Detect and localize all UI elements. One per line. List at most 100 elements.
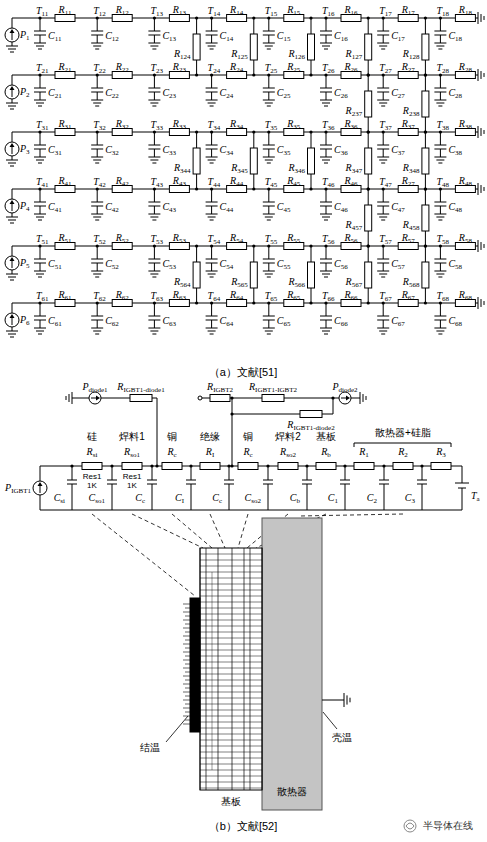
current-source xyxy=(5,85,19,99)
component-label: R52 xyxy=(116,233,129,243)
resistor-symbol xyxy=(308,34,315,60)
component-label: T41 xyxy=(36,177,49,187)
layer-grid xyxy=(200,686,262,687)
capacitor-symbol xyxy=(377,259,389,260)
component-label: T12 xyxy=(93,6,106,16)
component-label: R61 xyxy=(58,290,71,300)
junction-dot xyxy=(189,464,192,467)
ground-symbol xyxy=(148,100,160,101)
chip-mesh xyxy=(185,664,190,665)
ground-symbol xyxy=(150,331,158,332)
resistor-symbol xyxy=(422,148,429,174)
capacitor-symbol xyxy=(320,259,332,260)
capacitor-symbol xyxy=(440,132,441,145)
junction-dot xyxy=(382,187,385,190)
chip-mesh xyxy=(183,724,190,725)
wire xyxy=(75,246,112,247)
capacitor-symbol xyxy=(440,35,441,43)
component-label: R65 xyxy=(287,290,300,300)
junction-dot xyxy=(230,464,233,467)
junction-dot xyxy=(267,73,270,76)
wire xyxy=(361,75,398,76)
layer-grid xyxy=(212,680,213,686)
wire xyxy=(75,189,112,190)
component-label: R44 xyxy=(230,176,243,186)
component-label: R25 xyxy=(287,62,300,72)
ground-symbol xyxy=(152,49,156,50)
capacitor-symbol xyxy=(148,316,160,317)
wire xyxy=(368,117,369,132)
wire xyxy=(40,466,41,481)
component-label: Rb xyxy=(321,447,331,457)
ground-symbol xyxy=(379,160,387,161)
component-label: C67 xyxy=(391,316,405,326)
capacitor-symbol xyxy=(440,320,441,328)
capacitor-symbol xyxy=(148,88,160,89)
resistor-symbol xyxy=(308,262,315,288)
component-label: T34 xyxy=(208,120,221,130)
junction-dot xyxy=(439,16,442,19)
resistor-symbol xyxy=(262,395,284,402)
capacitor-symbol xyxy=(91,88,103,89)
component-label: Ta xyxy=(471,491,480,501)
component-label: C58 xyxy=(448,259,462,269)
component-label: T21 xyxy=(36,63,49,73)
junction-dot xyxy=(367,187,370,190)
temperature-source xyxy=(462,466,463,483)
junction-dot xyxy=(150,464,153,467)
ground-symbol xyxy=(322,331,330,332)
component-label: T68 xyxy=(436,291,449,301)
dashed-leader xyxy=(210,514,225,548)
component-label: C65 xyxy=(277,316,291,326)
layer-grid xyxy=(244,548,245,790)
junction-dot xyxy=(266,464,269,467)
component-label: C24 xyxy=(220,88,234,98)
watermark: 半导体在线 xyxy=(423,821,473,831)
layer-grid xyxy=(212,704,213,710)
wire xyxy=(40,495,41,510)
dashed-leader xyxy=(238,514,248,548)
source-arrow xyxy=(12,89,13,97)
ground-symbol xyxy=(91,214,103,215)
junction-dot xyxy=(367,130,370,133)
layer-grid xyxy=(212,728,213,734)
layer-grid xyxy=(250,548,251,790)
ground-symbol xyxy=(93,274,101,275)
layer-grid xyxy=(212,722,213,728)
component-label: R57 xyxy=(402,233,415,243)
ground-symbol xyxy=(438,49,442,50)
capacitor-symbol xyxy=(112,484,113,510)
wire xyxy=(311,60,312,75)
junction-dot xyxy=(267,187,270,190)
junction-dot xyxy=(367,244,370,247)
wire xyxy=(75,18,112,19)
junction-dot xyxy=(309,244,312,247)
layer-grid xyxy=(200,722,262,723)
wire xyxy=(311,288,312,303)
capacitor-symbol xyxy=(34,202,46,203)
junction-dot xyxy=(252,301,255,304)
ground-symbol xyxy=(10,280,14,281)
ground-symbol xyxy=(481,185,482,193)
ground-symbol xyxy=(438,334,442,335)
capacitor-symbol xyxy=(40,18,41,31)
component-label: C34 xyxy=(220,145,234,155)
component-label: T61 xyxy=(36,291,49,301)
component-label: T13 xyxy=(150,6,163,16)
junction-dot xyxy=(439,73,442,76)
ground-symbol xyxy=(93,331,101,332)
junction-dot xyxy=(324,73,327,76)
component-label: T32 xyxy=(93,120,106,130)
ground-symbol xyxy=(324,106,328,107)
layer-name: 焊料2 xyxy=(275,432,301,442)
wire xyxy=(304,246,341,247)
source-arrow xyxy=(10,314,15,318)
junction-dot xyxy=(424,130,427,133)
capacitor-symbol xyxy=(307,484,308,510)
wire xyxy=(361,132,398,133)
component-label: C41 xyxy=(48,202,62,212)
capacitor-symbol xyxy=(377,316,389,317)
capacitor-symbol xyxy=(206,259,218,260)
component-label: R18 xyxy=(459,5,472,15)
capacitor-symbol xyxy=(263,31,275,32)
